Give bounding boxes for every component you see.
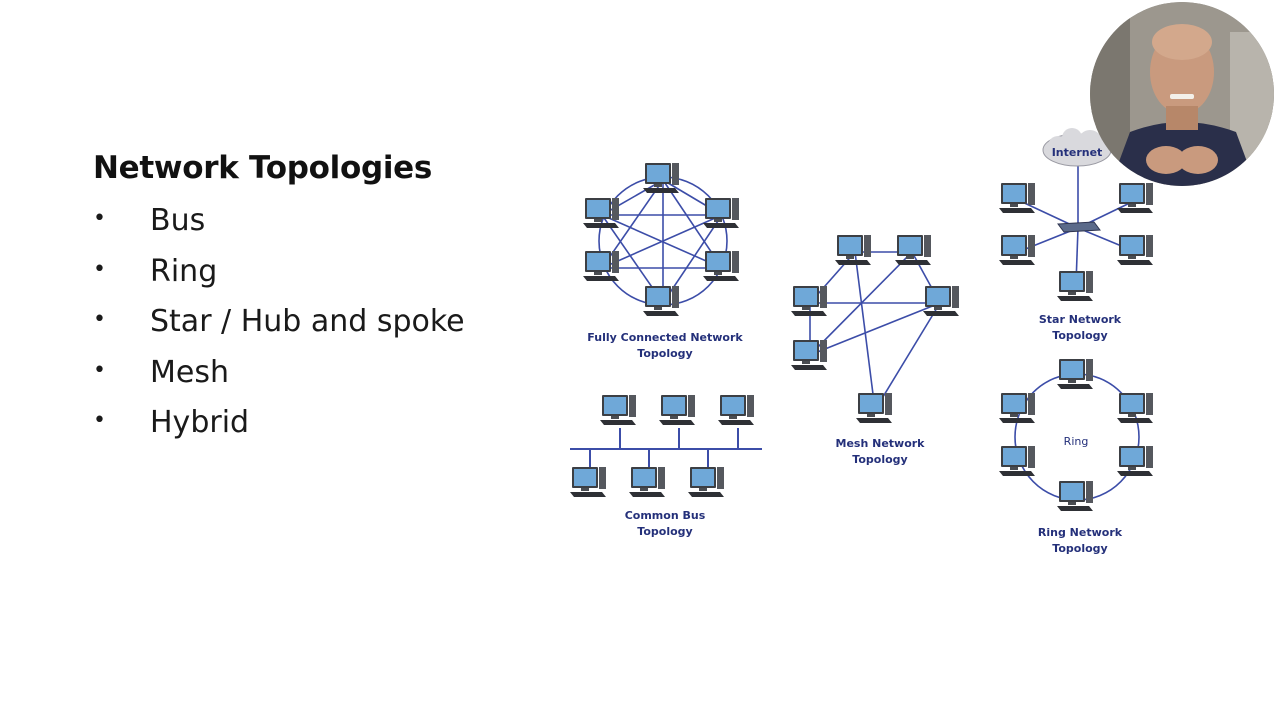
computer-icon xyxy=(791,286,827,316)
switch-hub-icon xyxy=(1057,221,1101,233)
computer-icon xyxy=(999,183,1035,213)
computer-icon xyxy=(1057,359,1093,389)
star-label-line1: Star Network xyxy=(1039,313,1122,326)
mesh-label-line1: Mesh Network xyxy=(836,437,926,450)
computer-icon xyxy=(643,286,679,316)
fully-connected-label-line2: Topology xyxy=(637,347,692,360)
computer-icon xyxy=(583,198,619,228)
computer-icon xyxy=(835,235,871,265)
common-bus-label-line2: Topology xyxy=(637,525,692,538)
fully-connected-label-line1: Fully Connected Network xyxy=(587,331,743,344)
mesh-topology xyxy=(809,251,941,411)
computer-icon xyxy=(999,235,1035,265)
ring-label-line2: Topology xyxy=(1052,542,1107,555)
computer-icon xyxy=(923,286,959,316)
bullet-icon: • xyxy=(93,408,106,434)
computer-icon xyxy=(1057,481,1093,511)
bullet-icon: • xyxy=(93,256,106,282)
computer-icon xyxy=(895,235,931,265)
computer-icon xyxy=(583,251,619,281)
internet-cloud-icon xyxy=(1042,128,1112,167)
computer-icon xyxy=(1057,271,1093,301)
computer-icon xyxy=(856,393,892,423)
computer-icon xyxy=(703,251,739,281)
bullet-icon: • xyxy=(93,307,106,333)
slide-title: Network Topologies xyxy=(93,150,433,186)
computer-icon xyxy=(1117,446,1153,476)
computer-icon xyxy=(629,467,665,497)
bullet-icon: • xyxy=(93,206,106,231)
bullet-text: Bus xyxy=(150,203,206,238)
ring-center-label: Ring xyxy=(1064,435,1089,448)
mesh-label-line2: Topology xyxy=(852,453,907,466)
computer-icon xyxy=(600,395,636,425)
computer-icon xyxy=(999,393,1035,423)
common-bus-label-line1: Common Bus xyxy=(625,509,706,522)
computer-icon xyxy=(999,446,1035,476)
bullet-icon: • xyxy=(93,357,106,383)
computer-icon xyxy=(659,395,695,425)
common-bus-topology xyxy=(570,428,762,468)
internet-label: Internet xyxy=(1052,146,1103,159)
presenter-webcam-avatar xyxy=(1090,2,1274,186)
computer-icon xyxy=(1117,393,1153,423)
computer-icon xyxy=(1117,183,1153,213)
bullet-text: Ring xyxy=(150,253,218,289)
computer-icon xyxy=(718,395,754,425)
network-topologies-diagram: Fully Connected Network Topology Common … xyxy=(570,128,1153,555)
computer-icon xyxy=(688,467,724,497)
computer-icon xyxy=(703,198,739,228)
ring-label-line1: Ring Network xyxy=(1038,526,1123,539)
presenter-webcam xyxy=(1090,2,1274,186)
computer-icon xyxy=(1117,235,1153,265)
bullet-text: Mesh xyxy=(150,354,229,390)
bullet-text: Star / Hub and spoke xyxy=(150,304,465,340)
computer-icon xyxy=(643,163,679,193)
computer-icon xyxy=(570,467,606,497)
bullet-text: Hybrid xyxy=(150,405,250,441)
computer-icon xyxy=(791,340,827,370)
fully-connected-topology xyxy=(598,176,728,306)
star-label-line2: Topology xyxy=(1052,329,1107,342)
